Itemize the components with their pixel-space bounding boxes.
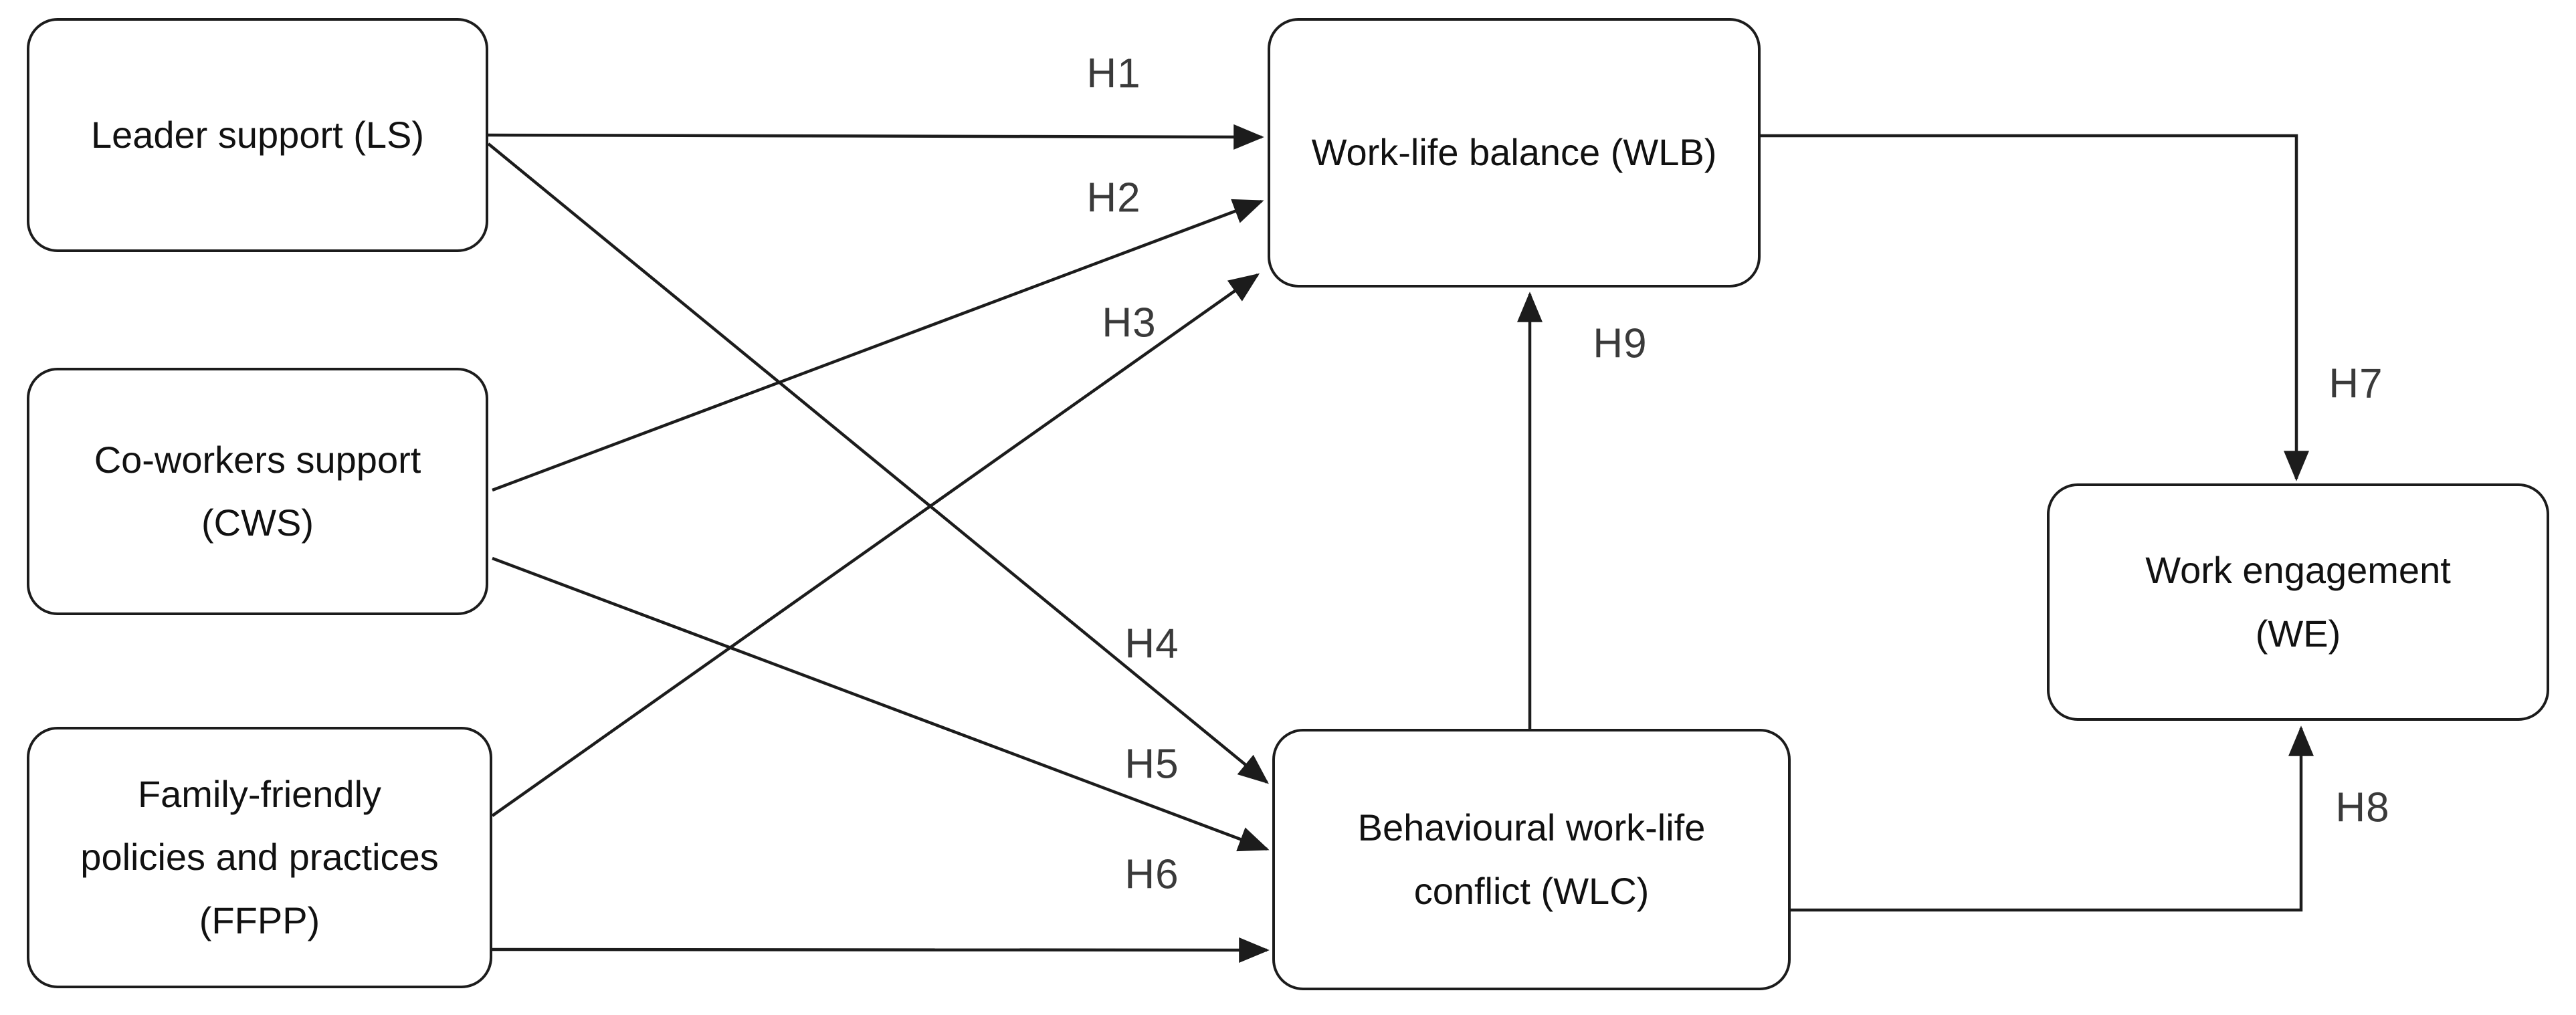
node-leader-support: Leader support (LS) [27,18,488,252]
h7-arrow [1761,134,2309,481]
h4-arrow [487,142,1269,784]
h1-arrow [488,124,1264,150]
h6-arrow [492,937,1270,963]
edge-label-h4: H4 [1124,621,1179,667]
edge-label-h1: H1 [1086,50,1141,97]
h2-arrow [492,199,1264,492]
node-work-engagement: Work engagement (WE) [2047,483,2549,721]
edge-label-h8: H8 [2335,784,2390,831]
node-family-friendly-policies: Family-friendly policies and practices (… [27,727,492,988]
edge-label-h5: H5 [1124,741,1179,788]
node-coworkers-support: Co-workers support (CWS) [27,368,488,615]
edge-label-h9: H9 [1593,320,1648,367]
edge-label-h2: H2 [1086,175,1141,221]
h3-arrow [491,273,1260,817]
edge-label-h6: H6 [1124,851,1179,898]
edge-label-h3: H3 [1102,300,1157,346]
h8-arrow [1791,725,2314,912]
node-work-life-balance: Work-life balance (WLB) [1268,18,1761,288]
edge-label-h7: H7 [2329,360,2383,407]
node-behavioural-work-life-conflict: Behavioural work-life conflict (WLC) [1272,729,1791,990]
h5-arrow [492,556,1270,852]
